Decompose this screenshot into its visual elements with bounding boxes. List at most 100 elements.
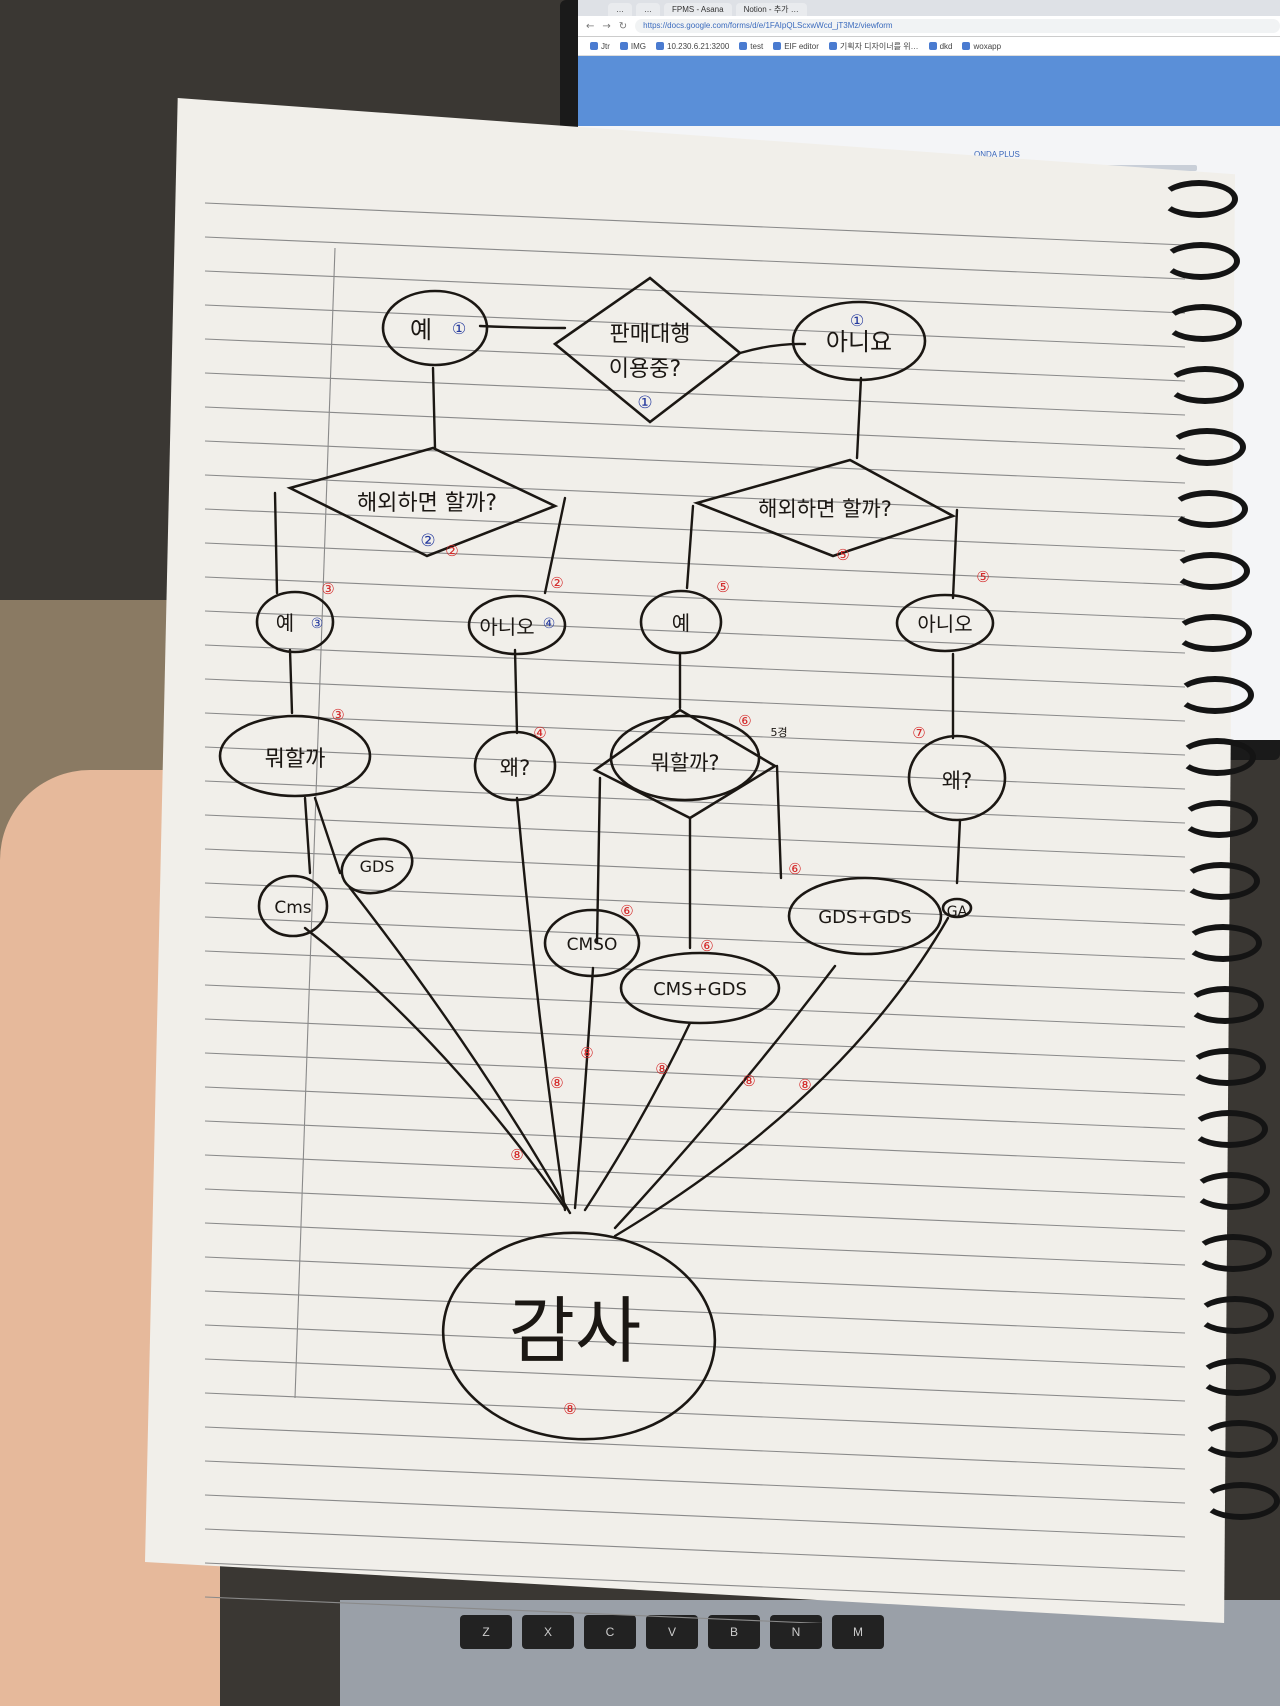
- red-mark: ⑧: [563, 1400, 576, 1418]
- ruled-line: [204, 1392, 1186, 1436]
- spiral-ring: [1168, 428, 1246, 466]
- ruled-line: [204, 1596, 825, 1623]
- decision-what-center-note: 5경: [770, 726, 787, 739]
- red-mark: ②: [550, 574, 563, 592]
- bookmark-icon: [590, 42, 598, 51]
- bookmark-label: EIF editor: [784, 41, 819, 51]
- node-ga-right: GA: [941, 897, 973, 920]
- spiral-ring: [1180, 800, 1258, 838]
- connector-line: [543, 496, 567, 595]
- red-mark: ⑤: [716, 578, 729, 596]
- bookmark-item[interactable]: Jtr: [590, 42, 610, 51]
- browser-tab[interactable]: Notion - 추가 …: [735, 3, 807, 16]
- bookmark-item[interactable]: test: [739, 42, 763, 51]
- bookmark-label: Jtr: [601, 41, 610, 51]
- keyboard-row: Z X C V B N M: [460, 1615, 884, 1649]
- ruled-line: [204, 304, 1186, 348]
- forward-icon[interactable]: →: [602, 20, 611, 32]
- ruled-line: [204, 474, 1186, 518]
- spiral-ring: [1182, 862, 1260, 900]
- bookmark-icon: [739, 42, 748, 51]
- bookmark-label: 기획자 디자이너를 위…: [839, 41, 919, 51]
- back-icon[interactable]: ←: [586, 20, 595, 32]
- ruled-line: [204, 1494, 1186, 1538]
- spiral-ring: [1166, 366, 1244, 404]
- decision-left-num: ②: [420, 531, 435, 551]
- node-why-right: 왜?: [907, 734, 1007, 822]
- ruled-line: [204, 984, 1186, 1028]
- connector-line: [951, 508, 959, 600]
- bookmark-item[interactable]: woxapp: [962, 42, 1001, 51]
- node-audit: 감사: [441, 1231, 717, 1441]
- decision-what-center: 뭐할까? 5경: [592, 708, 788, 820]
- bookmark-icon: [656, 42, 664, 51]
- bookmark-item[interactable]: EIF editor: [773, 42, 819, 51]
- ruled-line: [204, 440, 1186, 484]
- node-no-left-num: ④: [543, 616, 556, 632]
- ruled-line: [204, 508, 1186, 552]
- spiral-ring: [1190, 1110, 1268, 1148]
- bookmark-item[interactable]: 기획자 디자이너를 위…: [828, 41, 919, 52]
- ruled-line: [204, 1188, 1186, 1232]
- red-mark: ⑦: [912, 724, 925, 742]
- bookmark-item[interactable]: 10.230.6.21:3200: [656, 42, 729, 51]
- spiral-ring: [1188, 1048, 1266, 1086]
- ruled-line: [204, 678, 1186, 722]
- spiral-ring: [1176, 676, 1254, 714]
- bookmark-item[interactable]: dkd: [928, 42, 952, 51]
- browser-tab[interactable]: FPMS - Asana: [664, 3, 732, 16]
- ruled-line: [204, 1120, 1186, 1164]
- keyboard-key: X: [522, 1615, 574, 1649]
- ruled-line: [204, 1052, 1186, 1096]
- ruled-line: [204, 610, 1186, 654]
- decision-right-label: 해외하면 할까?: [758, 497, 892, 521]
- red-mark: ⑧: [742, 1072, 755, 1090]
- node-no-right: 아니오: [895, 593, 995, 653]
- decision-left-label: 해외하면 할까?: [357, 491, 497, 516]
- bookmark-icon: [828, 42, 837, 51]
- reload-icon[interactable]: ↻: [618, 20, 628, 32]
- node-what-left-label: 뭐할까: [265, 747, 326, 772]
- bookmark-label: 10.230.6.21:3200: [667, 41, 730, 51]
- node-yes-left: 예 ③: [255, 590, 335, 654]
- ruled-line: [204, 1528, 1186, 1572]
- ruled-line: [204, 1358, 1186, 1402]
- spiral-ring: [1178, 738, 1256, 776]
- bookmark-item[interactable]: IMG: [619, 42, 646, 51]
- bookmark-icon: [773, 42, 782, 51]
- ruled-line: [204, 1086, 1186, 1130]
- node-cms-o: CMSO: [543, 908, 641, 978]
- ruled-line: [204, 406, 1186, 450]
- spiral-ring: [1174, 614, 1252, 652]
- keyboard-key: M: [832, 1615, 884, 1649]
- connector-line: [573, 966, 595, 1210]
- node-no-left-label: 아니오: [479, 615, 534, 639]
- spiral-ring: [1164, 304, 1242, 342]
- flowchart-diagram: [273, 324, 962, 1238]
- connector-line: [303, 796, 312, 875]
- node-no-top: 아니요 ①: [791, 300, 927, 382]
- browser-tab[interactable]: …: [608, 3, 632, 16]
- node-no-top-label: 아니요: [826, 328, 892, 356]
- node-no-right-label: 아니오: [917, 612, 972, 636]
- node-cms-gds-label: CMS+GDS: [653, 979, 747, 1000]
- connector-line: [303, 926, 567, 1210]
- red-mark: ⑧: [510, 1146, 523, 1164]
- ruled-line: [204, 950, 1186, 994]
- red-mark: ③: [331, 706, 344, 724]
- red-mark: ⑥: [788, 860, 801, 878]
- spiral-ring: [1172, 552, 1250, 590]
- decision-right: 해외하면 할까?: [692, 458, 957, 558]
- bookmark-icon: [962, 42, 971, 51]
- red-mark: ⑧: [798, 1076, 811, 1094]
- node-yes-right: 예: [639, 589, 723, 655]
- url-field[interactable]: https://docs.google.com/forms/d/e/1FAIpQ…: [635, 19, 1280, 33]
- keyboard-key: N: [770, 1615, 822, 1649]
- ruled-line: [204, 780, 1186, 824]
- browser-tab[interactable]: …: [636, 3, 660, 16]
- connector-line: [513, 648, 519, 735]
- ruled-line: [204, 1426, 1186, 1470]
- red-mark: ⑤: [976, 568, 989, 586]
- node-yes-top-label: 예: [410, 316, 432, 344]
- connector-line: [613, 964, 837, 1230]
